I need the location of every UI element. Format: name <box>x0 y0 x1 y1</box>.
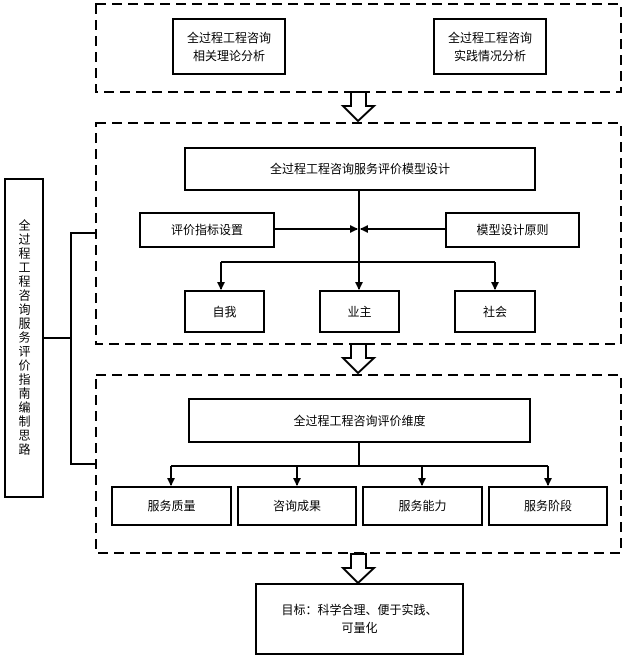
hollow-arrow-down-2 <box>340 343 377 375</box>
dimension-consulting-results: 咨询成果 <box>237 486 357 526</box>
side-label-box: 全过程工程咨询服务评价指南编制思路 <box>4 178 44 498</box>
bracket <box>70 232 96 465</box>
indicator-setting-box: 评价指标设置 <box>139 212 275 248</box>
subject-self-box: 自我 <box>184 290 265 333</box>
subject-society-box: 社会 <box>454 290 536 333</box>
model-design-box: 全过程工程咨询服务评价模型设计 <box>184 147 536 191</box>
design-principle-box: 模型设计原则 <box>445 212 580 248</box>
dimension-service-stage: 服务阶段 <box>488 486 608 526</box>
theory-analysis-box: 全过程工程咨询 相关理论分析 <box>172 18 286 75</box>
practice-analysis-box: 全过程工程咨询 实践情况分析 <box>433 18 547 75</box>
hollow-arrow-down-1 <box>340 91 377 123</box>
hollow-arrow-down-3 <box>340 553 377 585</box>
goal-box: 目标：科学合理、便于实践、 可量化 <box>255 583 464 655</box>
stage1-dashed-frame <box>95 3 622 93</box>
side-label: 全过程工程咨询服务评价指南编制思路 <box>17 219 31 457</box>
dimension-service-capability: 服务能力 <box>362 486 483 526</box>
subject-owner-box: 业主 <box>319 290 400 333</box>
evaluation-dimension-box: 全过程工程咨询评价维度 <box>188 398 531 443</box>
dimension-service-quality: 服务质量 <box>111 486 232 526</box>
